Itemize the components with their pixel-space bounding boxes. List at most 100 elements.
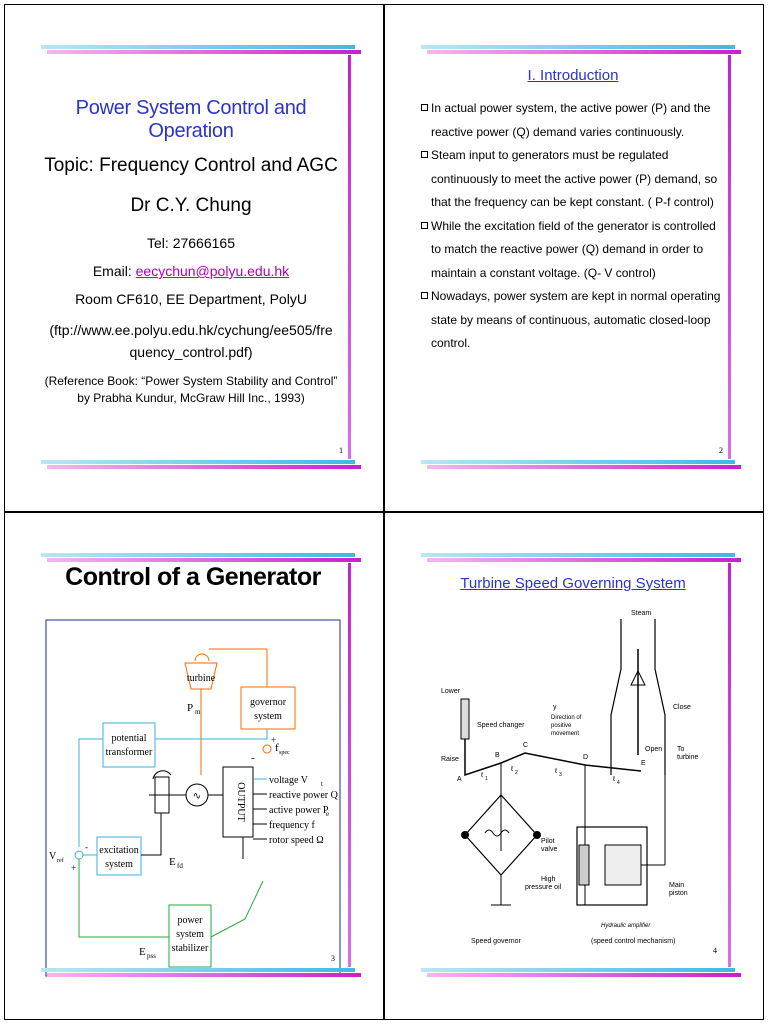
slide-title: Turbine Speed Governing System xyxy=(460,575,686,592)
raise-label: Raise xyxy=(441,756,459,763)
l3-label: ℓ xyxy=(554,768,558,775)
output-label: OUTPUT xyxy=(235,782,246,821)
pm-label: P xyxy=(187,702,193,714)
point-c: C xyxy=(523,742,528,749)
hydraulic-label-1: Hydraulic amplifier xyxy=(601,923,651,929)
checkbox-bullet-icon xyxy=(421,104,428,111)
steam-pipe-right xyxy=(654,619,666,775)
author-name: Dr C.Y. Chung xyxy=(130,195,252,216)
bullet-item: While the excitation field of the genera… xyxy=(421,215,721,286)
generator-control-diagram: turbine governor system P m potential tr… xyxy=(45,619,341,977)
l4-label: ℓ xyxy=(612,776,616,783)
page-number: 4 xyxy=(713,946,717,955)
governor-box xyxy=(240,686,296,730)
active-label: active power P xyxy=(269,805,329,816)
ftp-line-1: (ftp://www.ee.polyu.edu.hk/cychung/ee505… xyxy=(49,322,333,338)
governor-label-1: governor xyxy=(250,697,287,708)
slide-cell-3: Control of a Generator turbine governor … xyxy=(4,512,384,1020)
slide-top-bar xyxy=(41,553,361,562)
page-number: 3 xyxy=(331,954,335,963)
flyball-right-icon xyxy=(533,831,541,839)
y-label: y xyxy=(553,704,557,711)
l1-sub: 1 xyxy=(485,776,488,782)
excitation-system-box xyxy=(96,836,142,876)
slide-title: I. Introduction xyxy=(527,67,619,84)
slide-title: Power System Control and Operation xyxy=(75,97,307,142)
slide-bottom-bar xyxy=(41,968,361,977)
pss-label-1: power xyxy=(178,915,204,926)
voltage-sub: t xyxy=(321,780,323,788)
active-sub: e xyxy=(326,810,329,818)
flyball-left-icon xyxy=(461,831,469,839)
email-link[interactable]: eecychun@polyu.edu.hk xyxy=(135,263,290,279)
point-b: B xyxy=(495,752,500,759)
minus-label: - xyxy=(251,752,255,764)
pt-label-2: transformer xyxy=(106,747,153,758)
l2-label: ℓ xyxy=(510,766,514,773)
line xyxy=(78,859,169,938)
bullet-text: Nowadays, power system are kept in norma… xyxy=(431,289,721,350)
reference-line-2: by Prabha Kundur, McGraw Hill Inc., 1993… xyxy=(77,391,305,405)
checkbox-bullet-icon xyxy=(421,221,428,229)
slide-bottom-bar xyxy=(41,460,361,469)
to-turbine-label-2: turbine xyxy=(677,754,699,761)
to-turbine-label-1: To xyxy=(677,746,685,753)
slide-top-bar xyxy=(421,45,741,54)
slide-title: Control of a Generator xyxy=(65,563,321,591)
main-piston xyxy=(604,844,642,886)
bullet-text: Steam input to generators must be regula… xyxy=(431,148,718,209)
rotor-label: rotor speed Ω xyxy=(269,835,324,846)
pss-label-3: stabilizer xyxy=(172,943,209,954)
topic-line: Topic: Frequency Control and AGC xyxy=(44,155,338,176)
ftp-line-2: quency_control.pdf) xyxy=(129,344,253,360)
governor-label-2: system xyxy=(254,711,282,722)
email-line: Email: eecychun@polyu.edu.hk xyxy=(41,263,341,279)
summing-junction xyxy=(74,850,84,860)
efd-sub: fd xyxy=(177,862,183,870)
exciter-icon xyxy=(154,776,170,814)
plus-label-2: + xyxy=(71,863,76,873)
spring-icon xyxy=(484,829,510,837)
fspec-sub: spec xyxy=(279,750,290,756)
line xyxy=(78,738,103,847)
l2-sub: 2 xyxy=(515,770,518,776)
pss-label-2: system xyxy=(176,929,204,940)
direction-label-3: movement xyxy=(551,731,579,737)
slide-side-line xyxy=(348,563,351,967)
ftp-link: (ftp://www.ee.polyu.edu.hk/cychung/ee505… xyxy=(41,319,341,363)
page-number: 2 xyxy=(719,446,723,455)
slide-top-bar xyxy=(41,45,361,54)
room: Room CF610, EE Department, PolyU xyxy=(75,291,307,307)
email-label: Email: xyxy=(92,263,136,279)
steam-label: Steam xyxy=(631,610,651,617)
valve-arrow-icon xyxy=(630,669,646,686)
page-number: 1 xyxy=(339,446,343,455)
hydraulic-cylinder xyxy=(576,826,648,906)
bullet-item: Nowadays, power system are kept in norma… xyxy=(421,285,721,356)
pt-label-1: potential xyxy=(112,733,147,744)
telephone: Tel: 27666165 xyxy=(147,235,235,251)
turbine-box xyxy=(184,662,218,690)
reference-line-1: (Reference Book: “Power System Stability… xyxy=(44,374,338,388)
bullet-text: In actual power system, the active power… xyxy=(431,101,711,139)
vref-label: V xyxy=(49,851,57,862)
slide-bottom-bar xyxy=(421,460,741,469)
pilot-label-1: Pilot xyxy=(541,838,555,845)
l3-sub: 3 xyxy=(559,772,562,778)
slide-top-bar xyxy=(421,553,741,562)
slide-side-line xyxy=(348,55,351,459)
speed-changer-block xyxy=(460,698,470,740)
slide-bottom-bar xyxy=(421,968,741,977)
slide-2: I. Introduction In actual power system, … xyxy=(421,45,741,469)
high-label-2: pressure oil xyxy=(525,884,562,891)
direction-label-2: positive xyxy=(551,723,572,729)
reactive-label: reactive power Q xyxy=(269,790,339,801)
slide-side-line xyxy=(728,55,731,459)
point-e: E xyxy=(641,760,646,767)
fspec-label: f xyxy=(275,742,279,754)
linkage-lever xyxy=(464,739,642,777)
l4-sub: 4 xyxy=(617,780,620,786)
slide-1: Power System Control and Operation Topic… xyxy=(41,45,361,469)
slide-4: Turbine Speed Governing System Steam Clo… xyxy=(421,553,741,977)
slide-cell-4: Turbine Speed Governing System Steam Clo… xyxy=(384,512,764,1020)
